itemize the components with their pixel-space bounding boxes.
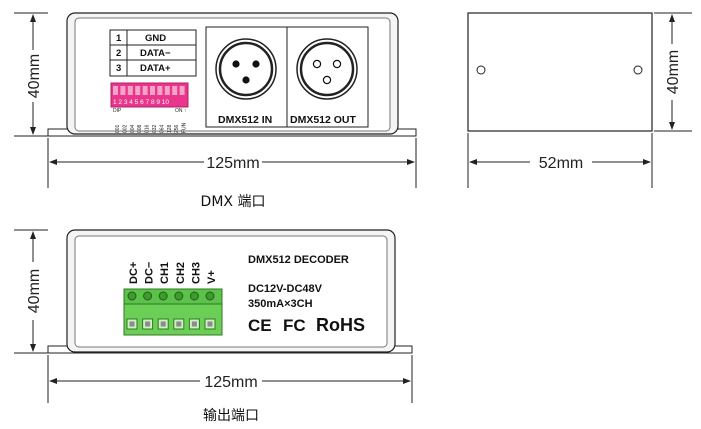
dmx-port-view: 1 GND 2 DATA− 3 DATA+ 1 2 3 4 5 6 7 8 9 … [14, 12, 417, 210]
dip-label: DIP [113, 108, 122, 114]
terminal-screw [143, 291, 153, 301]
terminal-screw [189, 291, 199, 301]
ce-mark: CE [248, 316, 272, 335]
dip-value-064: 064 [159, 124, 165, 133]
terminal-slot-hole [145, 321, 151, 327]
xlr-in-pin-3 [242, 76, 250, 84]
dip-value-032: 032 [152, 124, 158, 133]
side-body [467, 12, 653, 132]
terminal-num-2: 2 [116, 48, 121, 59]
terminal-num-1: 1 [116, 33, 122, 44]
xlr-in-pin-1 [232, 60, 240, 68]
height-dimension-top: 40mm [14, 12, 48, 137]
side-view: 40mm 52mm [467, 12, 692, 188]
xlr-out-pin-3 [322, 75, 332, 85]
height-label-side: 40mm [665, 50, 682, 94]
terminal-screw [174, 291, 184, 301]
width-dimension-side: 52mm [467, 133, 653, 188]
terminal-slot-hole [160, 321, 166, 327]
terminal-screw [158, 291, 168, 301]
dip-value-001: 001 [115, 124, 121, 133]
terminal-slot-hole [207, 321, 213, 327]
terminal-table: 1 GND 2 DATA− 3 DATA+ [109, 29, 197, 77]
dip-on-label: ON ↑ [175, 108, 186, 114]
xlr-out-pin-2 [332, 59, 342, 69]
width-dimension-top: 125mm [47, 138, 417, 188]
dip-key [172, 86, 178, 95]
mount-hole-right [633, 65, 643, 75]
terminal-label-3: CH2 [175, 262, 187, 284]
dip-value-fun: FUN [182, 122, 188, 133]
mount-hole-left [476, 65, 486, 75]
decoder-title: DMX512 DECODER [248, 254, 349, 266]
dip-value-008: 008 [137, 124, 143, 133]
dip-value-128: 128 [167, 124, 173, 133]
current-spec: 350mA×3CH [248, 298, 313, 310]
terminal-label-gnd: GND [145, 33, 166, 44]
terminal-screw [205, 291, 215, 301]
terminal-slot-hole [129, 321, 135, 327]
dip-value-016: 016 [145, 124, 151, 133]
xlr-out-ring [299, 41, 355, 97]
dip-value-256: 256 [174, 124, 180, 133]
dip-key [113, 86, 118, 95]
xlr-in-ring [218, 41, 274, 97]
height-label-top: 40mm [26, 54, 43, 98]
dip-value-004: 004 [130, 124, 136, 133]
dip-key [157, 86, 163, 95]
xlr-in-connector: DMX512 IN [205, 26, 288, 128]
height-dimension-side: 40mm [654, 12, 692, 132]
terminal-label-0: DC+ [128, 262, 140, 284]
terminal-slot-hole [176, 321, 182, 327]
height-label-bottom: 40mm [26, 269, 43, 313]
height-dimension-bottom: 40mm [14, 229, 48, 354]
xlr-in-label: DMX512 IN [218, 114, 272, 126]
terminal-label-1: DC− [144, 262, 156, 284]
dip-key [127, 86, 133, 95]
dip-key [150, 86, 155, 95]
fc-mark: FC [283, 316, 306, 335]
xlr-in-pin-2 [252, 60, 260, 68]
terminal-label-4: CH3 [190, 262, 202, 284]
terminal-screw [127, 291, 137, 301]
width-label-side: 52mm [539, 155, 583, 172]
terminal-num-3: 3 [116, 63, 121, 74]
terminal-label-data-plus: DATA+ [140, 63, 171, 74]
xlr-out-label: DMX512 OUT [290, 114, 357, 126]
width-label-top: 125mm [206, 155, 259, 172]
xlr-out-connector: DMX512 OUT [286, 26, 369, 128]
dip-key [135, 86, 141, 95]
terminal-label-5: V+ [206, 270, 218, 284]
terminal-slot-hole [191, 321, 197, 327]
xlr-out-pin-1 [312, 59, 322, 69]
dip-key [164, 86, 170, 95]
width-dimension-bottom: 125mm [47, 355, 413, 403]
dip-value-002: 002 [122, 124, 128, 133]
green-terminal-block [123, 288, 223, 336]
caption-output-port: 输出端口 [203, 408, 259, 424]
voltage-spec: DC12V-DC48V [248, 283, 323, 295]
dip-numbers: 1 2 3 4 5 6 7 8 9 10 [113, 99, 169, 106]
dip-key [120, 86, 126, 95]
rohs-mark: RoHS [316, 315, 365, 335]
terminal-label-data-minus: DATA− [140, 48, 171, 59]
terminal-label-2: CH1 [159, 262, 171, 284]
caption-dmx-port: DMX 端口 [201, 194, 266, 210]
width-label-bottom: 125mm [204, 374, 257, 391]
dip-key [179, 86, 185, 95]
dip-key [142, 86, 148, 95]
